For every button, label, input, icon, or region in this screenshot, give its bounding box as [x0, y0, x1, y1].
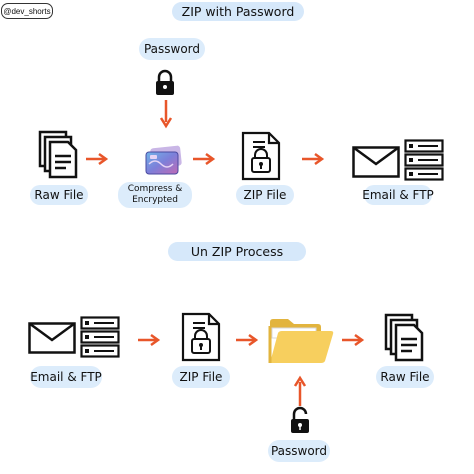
documents-icon	[384, 313, 424, 362]
arrow-right-icon	[193, 152, 216, 166]
unzip-password-label: Password	[268, 440, 330, 462]
arrow-right-icon	[236, 333, 259, 347]
server-icon	[80, 316, 120, 358]
folder-icon	[268, 319, 334, 363]
unlock-icon	[291, 406, 309, 433]
card-icon	[145, 145, 182, 175]
arrow-down-icon	[159, 100, 173, 129]
unzip-zip-file-label: ZIP File	[172, 366, 230, 388]
envelope-icon	[352, 146, 400, 178]
lock-icon	[156, 69, 174, 95]
arrow-up-icon	[293, 375, 307, 406]
server-icon	[404, 139, 444, 181]
zip-file-icon	[181, 312, 221, 362]
unzip-raw-file-label: Raw File	[376, 366, 434, 388]
watermark-tag: @dev_shorts	[1, 3, 53, 19]
arrow-right-icon	[86, 152, 109, 166]
envelope-icon	[28, 322, 76, 354]
zip-file-label: ZIP File	[236, 185, 294, 205]
documents-icon	[38, 130, 78, 179]
unzip-email-ftp-label: Email & FTP	[30, 366, 102, 388]
compress-label: Compress & Encrypted	[118, 182, 192, 208]
unzip-section-title: Un ZIP Process	[168, 242, 306, 261]
zip-password-label: Password	[139, 38, 205, 60]
zip-file-icon	[241, 131, 281, 181]
email-ftp-label: Email & FTP	[362, 185, 434, 205]
raw-file-label: Raw File	[30, 185, 88, 205]
arrow-right-icon	[342, 333, 365, 347]
arrow-right-icon	[302, 152, 325, 166]
arrow-right-icon	[138, 333, 161, 347]
zip-section-title: ZIP with Password	[172, 2, 304, 21]
